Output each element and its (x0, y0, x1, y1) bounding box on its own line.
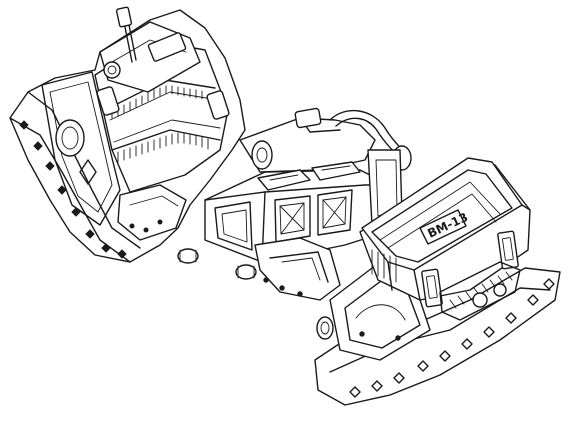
cage-windows (274, 189, 353, 243)
left-module (9, 6, 246, 263)
left-panel-holes (129, 219, 163, 233)
center-module (177, 107, 412, 301)
right-module: BM-13 (314, 157, 561, 406)
right-rail-holes (349, 278, 555, 398)
right-gear-teeth (449, 271, 513, 309)
left-rail-holes (19, 120, 127, 259)
link-holes (263, 277, 303, 297)
box-latches (421, 230, 519, 308)
box-side-vents (371, 249, 397, 283)
